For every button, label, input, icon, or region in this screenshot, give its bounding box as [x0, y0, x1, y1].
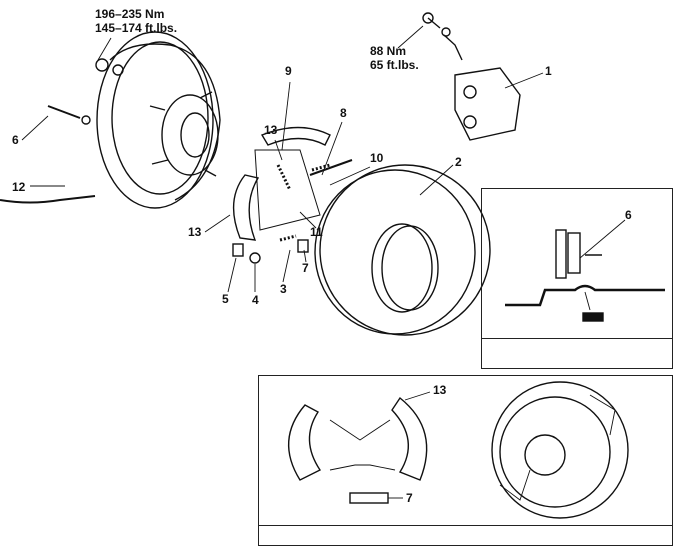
callout-4: 4 — [252, 293, 259, 307]
callout-8: 8 — [340, 106, 347, 120]
inset-shoes-drawing — [288, 381, 629, 519]
parking-brake-cable — [0, 195, 96, 204]
callout-2: 2 — [455, 155, 462, 169]
caliper-torque-ftlbs: 65 ft.lbs. — [370, 58, 419, 72]
brake-caliper — [422, 12, 521, 141]
inset-sealant-drawing — [505, 219, 665, 322]
hub-nut-torque: 196–235 Nm 145–174 ft.lbs. — [95, 7, 177, 35]
parking-brake-shoes — [232, 126, 353, 242]
callout-7: 7 — [302, 261, 309, 275]
hub-nut-torque-nm: 196–235 Nm — [95, 7, 165, 21]
callout-13-lower: 13 — [188, 225, 202, 239]
callout-13-upper: 13 — [264, 123, 278, 137]
hub — [149, 91, 219, 177]
backing-plate — [96, 31, 221, 209]
inset-callout-13: 13 — [433, 383, 447, 397]
callout-10: 10 — [370, 151, 384, 165]
callout-1: 1 — [545, 64, 552, 78]
caliper-torque-nm: 88 Nm — [370, 44, 407, 58]
hub-nut — [95, 58, 124, 76]
callout-5: 5 — [222, 292, 229, 306]
callout-12: 12 — [12, 180, 26, 194]
leader-lines — [21, 25, 544, 293]
inset-callout-6: 6 — [625, 208, 632, 222]
inset-divider — [259, 525, 672, 526]
callout-9: 9 — [285, 64, 292, 78]
inset-divider — [482, 338, 672, 339]
mounting-bolt — [47, 105, 91, 125]
callout-6: 6 — [12, 133, 19, 147]
inset-callout-7: 7 — [406, 491, 413, 505]
hub-nut-torque-ftlbs: 145–174 ft.lbs. — [95, 21, 178, 35]
callout-3: 3 — [280, 282, 287, 296]
callout-11: 11 — [310, 225, 323, 239]
caliper-torque: 88 Nm 65 ft.lbs. — [370, 44, 419, 72]
small-parts — [232, 239, 309, 264]
brake-rotor — [314, 164, 491, 336]
inset-sealant-panel — [481, 188, 673, 369]
inset-shoes-panel — [258, 375, 673, 546]
